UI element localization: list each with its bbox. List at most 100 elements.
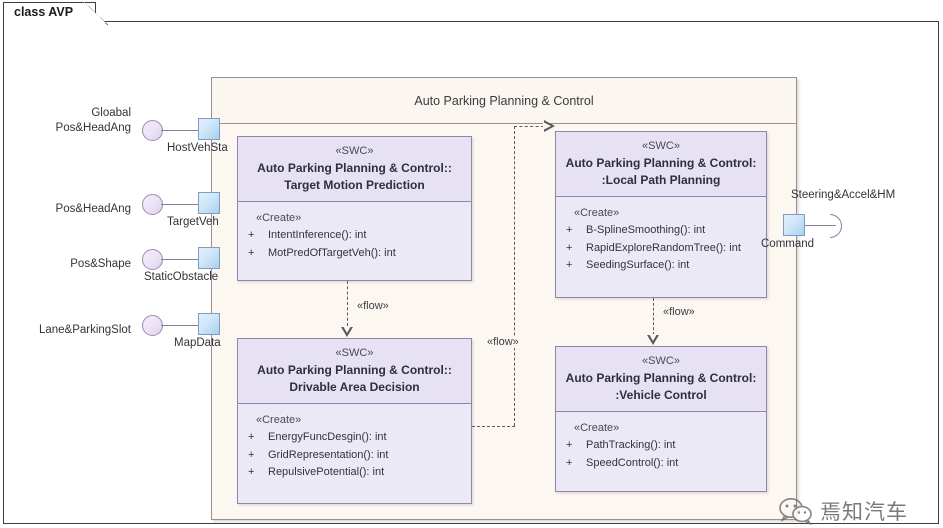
operation-row: + IntentInference(): int: [248, 227, 465, 245]
component-operations: «Create» + EnergyFuncDesgin(): int + Gri…: [238, 404, 471, 491]
component-header: «SWC» Auto Parking Planning & Control: :…: [556, 347, 766, 412]
port-label-staticobstacle: StaticObstacle: [144, 271, 219, 283]
operation-row: + GridRepresentation(): int: [248, 447, 465, 465]
operation-visibility: +: [248, 229, 255, 241]
operation-signature: MotPredOfTargetVeh(): int: [268, 246, 396, 259]
component-vehicle-control[interactable]: «SWC» Auto Parking Planning & Control: :…: [555, 346, 767, 492]
operation-signature: EnergyFuncDesgin(): int: [268, 431, 387, 443]
component-header: «SWC» Auto Parking Planning & Control:: …: [238, 339, 471, 404]
flow-arrowhead-down: [341, 326, 353, 337]
operation-row: + RepulsivePotential(): int: [248, 464, 465, 482]
component-name-line2: Target Motion Prediction: [284, 178, 425, 192]
component-target-motion-prediction[interactable]: «SWC» Auto Parking Planning & Control:: …: [237, 136, 472, 281]
interface-connector-staticobstacle: [161, 258, 209, 260]
component-name-line1: Auto Parking Planning & Control::: [257, 161, 452, 175]
component-name-line2: :Vehicle Control: [615, 388, 707, 402]
required-interface-socket-command[interactable]: [830, 214, 842, 238]
diagram-title-label: class AVP: [14, 5, 74, 19]
component-drivable-area-decision[interactable]: «SWC» Auto Parking Planning & Control:: …: [237, 338, 472, 504]
operation-signature: SeedingSurface(): int: [586, 259, 690, 271]
component-operations: «Create» + PathTracking(): int + SpeedCo…: [556, 412, 766, 481]
provided-interface-ball-targetveh[interactable]: [142, 194, 163, 215]
component-stereotype: «SWC»: [642, 355, 680, 367]
operation-signature: B-SplineSmoothing(): int: [586, 224, 706, 236]
flow-connector-line: [653, 298, 654, 335]
component-name-line1: Auto Parking Planning & Control::: [257, 363, 452, 377]
operation-visibility: +: [566, 224, 573, 236]
component-stereotype: «SWC»: [335, 347, 374, 359]
provided-interface-ball-hostvehsta[interactable]: [142, 120, 163, 141]
provided-interface-ball-mapdata[interactable]: [142, 315, 163, 336]
operation-row: + SeedingSurface(): int: [566, 257, 760, 275]
operation-signature: SpeedControl(): int: [586, 456, 679, 469]
port-command[interactable]: [783, 214, 805, 236]
flow-arrowhead-right: [543, 120, 555, 132]
interface-label-staticobstacle: Pos&Shape: [70, 258, 131, 270]
interface-connector-hostvehsta: [161, 129, 209, 131]
operation-row: + EnergyFuncDesgin(): int: [248, 429, 465, 447]
flow-arrowhead-down: [647, 334, 659, 345]
flow-label-1: «flow»: [354, 300, 392, 312]
port-label-targetveh: TargetVeh: [167, 216, 219, 228]
operation-visibility: +: [566, 241, 573, 254]
flow-label-2: «flow»: [660, 306, 698, 318]
operation-visibility: +: [566, 456, 573, 469]
operations-stereotype: «Create»: [256, 414, 302, 426]
operation-signature: RepulsivePotential(): int: [268, 466, 385, 478]
watermark: 焉知汽车: [779, 496, 908, 526]
operation-visibility: +: [248, 246, 255, 259]
interface-label-targetveh: Pos&HeadAng: [55, 203, 131, 215]
package-title: Auto Parking Planning & Control: [414, 93, 594, 108]
operation-row: + SpeedControl(): int: [566, 455, 760, 473]
component-name-line2: Drivable Area Decision: [289, 380, 420, 394]
provided-interface-ball-staticobstacle[interactable]: [142, 249, 163, 270]
operations-stereotype: «Create»: [256, 212, 302, 224]
operation-row: + B-SplineSmoothing(): int: [566, 222, 760, 240]
operation-row: + RapidExploreRandomTree(): int: [566, 240, 760, 258]
interface-connector-targetveh: [161, 203, 209, 205]
port-staticobstacle[interactable]: [198, 247, 220, 269]
interface-label-mapdata: Lane&ParkingSlot: [38, 324, 131, 336]
operation-row: + MotPredOfTargetVeh(): int: [248, 245, 465, 263]
interface-label-hostvehsta: Gloabal Pos&HeadAng: [55, 107, 131, 134]
watermark-text: 焉知汽车: [820, 500, 908, 524]
operation-signature: GridRepresentation(): int: [268, 448, 389, 461]
component-local-path-planning[interactable]: «SWC» Auto Parking Planning & Control: :…: [555, 131, 767, 298]
component-name-line1: Auto Parking Planning & Control:: [565, 156, 757, 170]
operations-stereotype: «Create»: [574, 207, 620, 219]
component-stereotype: «SWC»: [335, 145, 374, 157]
port-label-mapdata: MapData: [174, 337, 221, 349]
interface-connector-mapdata: [161, 324, 209, 326]
interface-label-command: Steering&Accel&HM: [791, 189, 896, 201]
component-name-line1: Auto Parking Planning & Control:: [565, 371, 757, 385]
package-header: Auto Parking Planning & Control: [212, 78, 796, 124]
flow-connector-line: [514, 126, 515, 426]
component-header: «SWC» Auto Parking Planning & Control: :…: [556, 132, 766, 197]
component-operations: «Create» + B-SplineSmoothing(): int + Ra…: [556, 197, 766, 284]
flow-connector-line: [472, 426, 515, 427]
component-stereotype: «SWC»: [642, 140, 680, 152]
interface-connector-command: [805, 224, 836, 226]
component-header: «SWC» Auto Parking Planning & Control:: …: [238, 137, 471, 202]
operation-visibility: +: [566, 439, 573, 451]
operation-signature: PathTracking(): int: [586, 439, 676, 451]
operation-visibility: +: [248, 466, 255, 478]
operation-visibility: +: [566, 259, 573, 271]
flow-connector-line: [514, 126, 544, 127]
diagram-frame: Gloabal Pos&HeadAng Pos&HeadAng Pos&Shap…: [3, 21, 939, 526]
port-mapdata[interactable]: [198, 313, 220, 335]
operation-signature: RapidExploreRandomTree(): int: [586, 241, 741, 254]
operation-visibility: +: [248, 448, 255, 461]
component-operations: «Create» + IntentInference(): int + MotP…: [238, 202, 471, 271]
port-label-hostvehsta: HostVehSta: [167, 142, 228, 154]
port-hostvehsta[interactable]: [198, 118, 220, 140]
component-name-line2: :Local Path Planning: [601, 173, 721, 187]
flow-connector-line: [347, 281, 348, 326]
operations-stereotype: «Create»: [574, 422, 620, 434]
package-auto-parking-planning-control: Auto Parking Planning & Control «SWC» Au…: [211, 77, 797, 520]
port-targetveh[interactable]: [198, 192, 220, 214]
operation-visibility: +: [248, 431, 255, 443]
operation-row: + PathTracking(): int: [566, 437, 760, 455]
port-label-command: Command: [761, 238, 815, 250]
wechat-icon: [779, 498, 812, 525]
